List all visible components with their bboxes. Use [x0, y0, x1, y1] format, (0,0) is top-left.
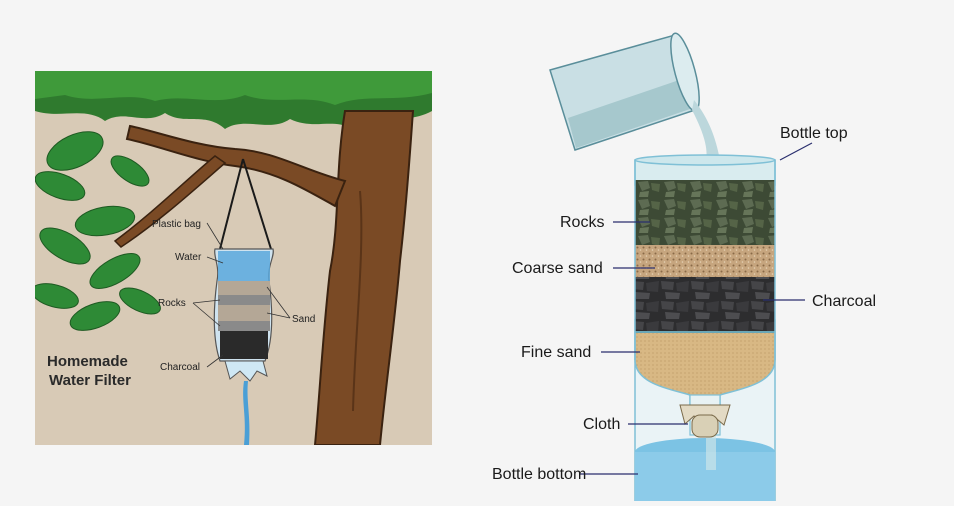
label-sand: Sand [292, 314, 315, 325]
tree-scene: Plastic bag Water Rocks Sand Charcoal Ho… [35, 71, 432, 445]
title-line-1: Homemade [47, 353, 128, 370]
label-rocks-right: Rocks [560, 214, 604, 231]
sand-layer-top [218, 281, 270, 295]
hanging-string [219, 158, 272, 250]
coarse-sand-layer [635, 245, 775, 277]
water-layer [218, 251, 270, 281]
sand-layer-bottom [218, 305, 270, 321]
leaf-cluster [35, 131, 161, 331]
pouring-glass [549, 32, 720, 160]
charcoal-layer [220, 331, 268, 359]
bottle-top [634, 154, 776, 438]
bottle-filter-diagram: Bottle top Rocks Coarse sand Charcoal Fi… [480, 0, 954, 502]
label-bottle-bottom: Bottle bottom [492, 466, 586, 483]
label-charcoal-right: Charcoal [812, 293, 876, 310]
rocks-layer-top [218, 295, 270, 305]
tree-branch-small [113, 155, 227, 248]
homemade-filter-illustration: Plastic bag Water Rocks Sand Charcoal Ho… [35, 71, 432, 445]
left-label-lines [192, 222, 291, 368]
right-label-lines [580, 142, 813, 475]
label-bottle-top: Bottle top [780, 125, 848, 142]
rocks-layer-bottom [218, 321, 270, 331]
charcoal-layer [635, 277, 775, 332]
label-fine-sand: Fine sand [521, 344, 591, 361]
title-line-2: Water Filter [49, 372, 131, 389]
cloth-tie [224, 360, 268, 382]
label-coarse-sand: Coarse sand [512, 260, 603, 277]
water-drip [243, 381, 250, 445]
tree-branch [125, 124, 347, 208]
label-charcoal: Charcoal [160, 362, 200, 373]
label-plastic-bag: Plastic bag [152, 219, 201, 230]
label-water: Water [175, 252, 202, 263]
label-cloth: Cloth [583, 416, 620, 433]
rocks-layer [635, 180, 775, 245]
label-rocks: Rocks [158, 298, 186, 309]
bottle-filter-svg: Bottle top Rocks Coarse sand Charcoal Fi… [492, 32, 876, 502]
canopy-highlight [35, 71, 432, 105]
